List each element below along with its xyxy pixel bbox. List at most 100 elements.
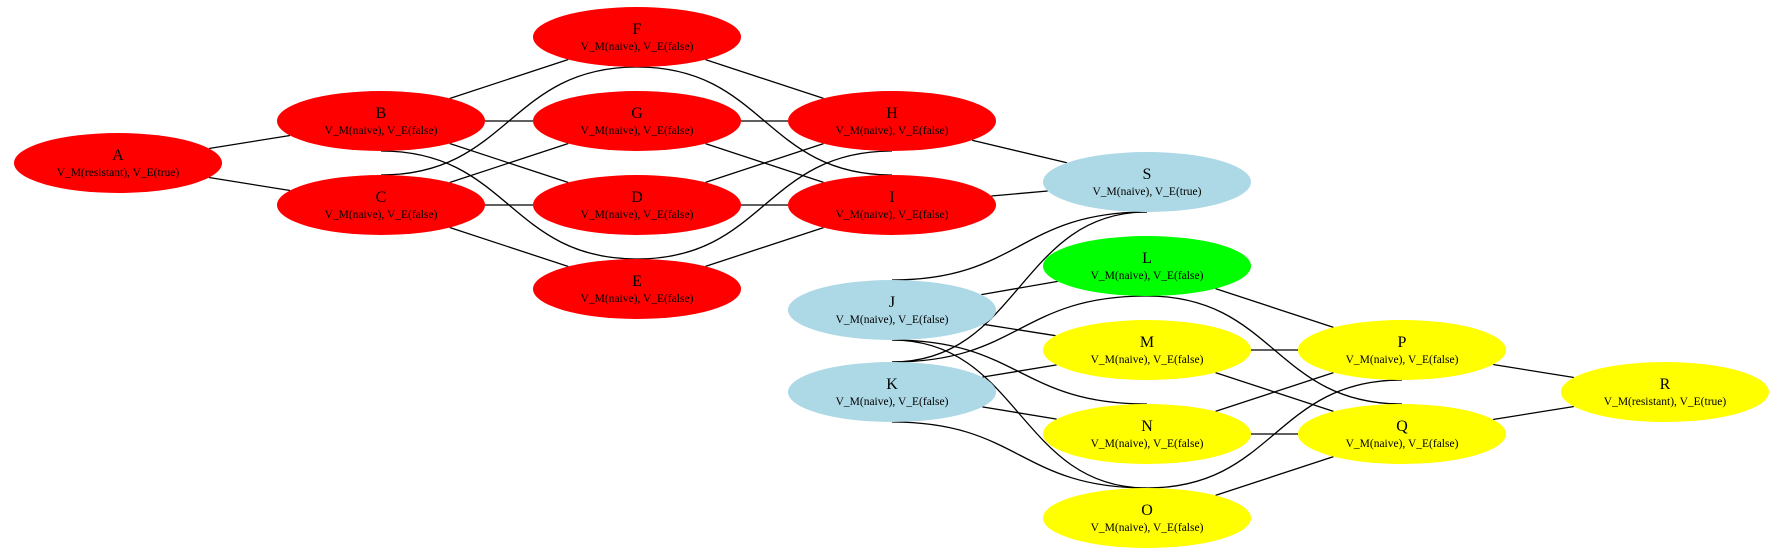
edge-i-s [991,190,1048,197]
node-r: R V_M(resistant), V_E(true) [1561,362,1769,422]
node-b: BV_M(naive), V_E(false) [277,91,485,151]
edge-s-j [891,211,1148,281]
edge-j-l [981,280,1058,296]
node-j: J V_M(naive), V_E(false) [788,280,996,340]
node-ellipse [1298,320,1506,380]
edge-a-b [208,134,291,150]
node-label: V_M(naive), V_E(false) [836,314,949,326]
node-name: O [1141,502,1153,519]
edge-k-n [982,406,1057,420]
edge-l-p [1215,287,1334,329]
node-label: V_M(naive), V_E(false) [581,125,694,137]
node-p: P V_M(naive), V_E(false) [1298,320,1506,380]
node-label: V_M(naive), V_E(false) [1091,438,1204,450]
edge-d-h [705,142,824,184]
node-s: S V_M(naive), V_E(true) [1043,152,1251,212]
edge-j-o [891,339,1148,489]
edge-p-r [1492,363,1575,379]
node-name: K [886,376,898,393]
node-o: O V_M(naive), V_E(false) [1043,488,1251,548]
edge-j-m [983,323,1056,337]
node-name: R [1660,376,1671,393]
edge-j-n [891,339,1148,405]
node-m: M V_M(naive), V_E(false) [1043,320,1251,380]
edge-o-q [1215,455,1334,497]
node-label: V_M(naive), V_E(false) [325,125,438,137]
node-ellipse [533,91,741,151]
node-ellipse [533,7,741,67]
node-name: F [633,21,642,38]
edge-k-m [982,364,1057,378]
node-label: V_M(naive), V_E(false) [325,209,438,221]
node-name: L [1142,250,1152,267]
node-label: V_M(naive), V_E(false) [836,209,949,221]
node-ellipse [533,175,741,235]
node-ellipse [1043,404,1251,464]
node-ellipse [788,280,996,340]
node-label: V_M(naive), V_E(false) [581,293,694,305]
node-name: P [1398,334,1407,351]
edge-f-h [705,58,824,100]
edge-b-f [449,58,569,100]
node-h: HV_M(naive), V_E(false) [788,91,996,151]
node-label: V_M(naive), V_E(false) [581,41,694,53]
edge-q-r [1492,405,1575,421]
node-a: AV_M(resistant), V_E(true) [14,133,222,193]
node-ellipse [1561,362,1769,422]
node-e: E V_M(naive), V_E(false) [533,259,741,319]
edge-o-p [1146,379,1403,489]
node-layer: AV_M(resistant), V_E(true) BV_M(naive), V… [14,7,1769,548]
edge-k-o [891,421,1148,489]
node-label: V_M(naive), V_E(false) [1091,522,1204,534]
edge-c-g [449,142,569,184]
edge-e-i [705,226,824,268]
node-f: F V_M(naive), V_E(false) [533,7,741,67]
edge-n-p [1215,371,1334,413]
node-label: V_M(resistant), V_E(true) [57,167,180,179]
node-ellipse [1043,488,1251,548]
node-ellipse [788,175,996,235]
node-name: S [1143,166,1152,183]
node-label: V_M(resistant), V_E(true) [1604,396,1727,408]
node-name: M [1140,334,1154,351]
edge-s-k [891,211,1148,363]
node-name: J [889,294,895,311]
node-c: C V_M(naive), V_E(false) [277,175,485,235]
node-ellipse [1298,404,1506,464]
node-label: V_M(naive), V_E(false) [581,209,694,221]
node-d: D V_M(naive), V_E(false) [533,175,741,235]
node-label: V_M(naive), V_E(false) [1346,438,1459,450]
node-name: D [631,189,643,206]
edge-h-s [971,139,1068,164]
node-ellipse [1043,320,1251,380]
edge-c-f [380,66,638,176]
node-name: C [376,189,387,206]
node-k: KV_M(naive), V_E(false) [788,362,996,422]
node-ellipse [277,175,485,235]
edge-layer [208,58,1575,497]
node-label: V_M(naive), V_E(true) [1092,186,1201,198]
node-ellipse [788,91,996,151]
node-ellipse [788,362,996,422]
node-name: H [886,105,898,122]
node-l: L V_M(naive), V_E(false) [1043,236,1251,296]
edge-c-e [449,226,569,268]
node-i: IV_M(naive), V_E(false) [788,175,996,235]
node-name: N [1141,418,1153,435]
node-g: G V_M(naive), V_E(false) [533,91,741,151]
node-label: V_M(naive), V_E(false) [1091,270,1204,282]
node-name: Q [1396,418,1408,435]
edge-e-h [636,150,893,260]
node-label: V_M(naive), V_E(false) [1091,354,1204,366]
edge-k-l [891,295,1148,363]
node-ellipse [277,91,485,151]
node-label: V_M(naive), V_E(false) [1346,354,1459,366]
node-ellipse [14,133,222,193]
node-name: E [632,273,642,290]
node-ellipse [533,259,741,319]
edge-a-c [208,176,291,192]
node-n: N V_M(naive), V_E(false) [1043,404,1251,464]
node-name: G [631,105,643,122]
node-ellipse [1043,236,1251,296]
